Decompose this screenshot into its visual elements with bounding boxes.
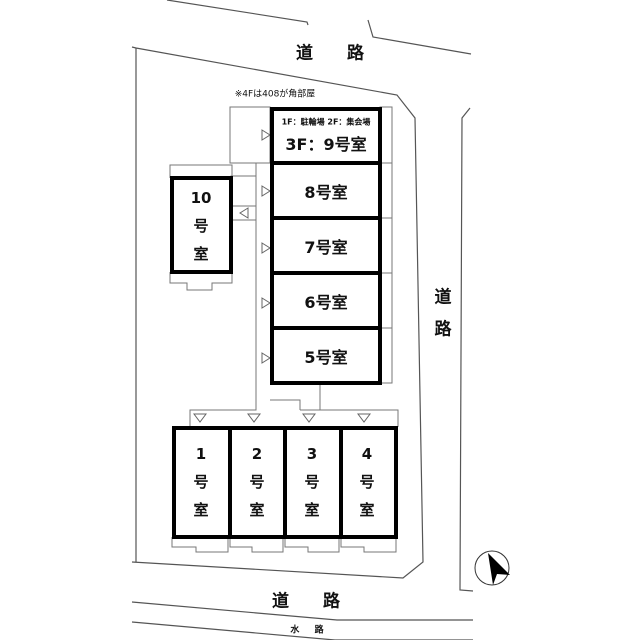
room-number: 1 [195,445,207,463]
room-number: 10 [190,189,212,207]
room-5-label: 5号室 [304,348,348,367]
room-6 [270,271,382,330]
room-3-label: 3 号 室 [304,440,319,524]
room-number: 3 [306,445,318,463]
road-edge [459,107,474,592]
room-4-label: 4 号 室 [359,440,374,524]
room-8 [270,161,382,220]
room-3 [283,426,343,539]
room-go: 号 [359,473,375,491]
room-10 [170,176,233,274]
room-7 [270,216,382,275]
room-shitsu: 室 [359,501,375,519]
road-edge [367,19,472,55]
room-2-label: 2 号 室 [249,440,264,524]
room-9 [270,107,382,165]
waterway-edge [131,621,473,640]
room-9-sub-label: 1F：駐輪場 2F：集会場 [281,117,371,127]
room-shitsu: 室 [193,245,209,263]
room-2 [228,426,287,539]
room-go: 号 [304,473,320,491]
road-edge [131,601,473,621]
room-shitsu: 室 [304,501,320,519]
room-shitsu: 室 [193,501,209,519]
road-label-right-2: 路 [434,319,452,340]
room-6-label: 6号室 [304,293,348,312]
room-1-label: 1 号 室 [193,440,208,524]
room-number: 4 [361,445,373,463]
triangle-entrance-icon [193,129,371,423]
road-edge [166,0,309,26]
room-go: 号 [193,217,209,235]
room-go: 号 [193,473,209,491]
room-7-label: 7号室 [304,238,348,257]
waterway-label: 水 路 [290,625,330,636]
room-4 [339,426,398,539]
room-number: 2 [251,445,263,463]
room-shitsu: 室 [249,501,265,519]
road-label-right-1: 道 [434,287,452,308]
room-5 [270,326,382,385]
room-10-label: 10 号 室 [191,184,212,268]
room-go: 号 [249,473,265,491]
note-corner-room: ※4Fは408が角部屋 [234,89,316,100]
room-9-label: 3F：9号室 [285,135,367,154]
north-arrow-icon [474,550,510,586]
road-label-top: 道 路 [296,43,378,64]
road-label-bottom: 道 路 [272,591,354,612]
room-1 [172,426,232,539]
room-8-label: 8号室 [304,183,348,202]
